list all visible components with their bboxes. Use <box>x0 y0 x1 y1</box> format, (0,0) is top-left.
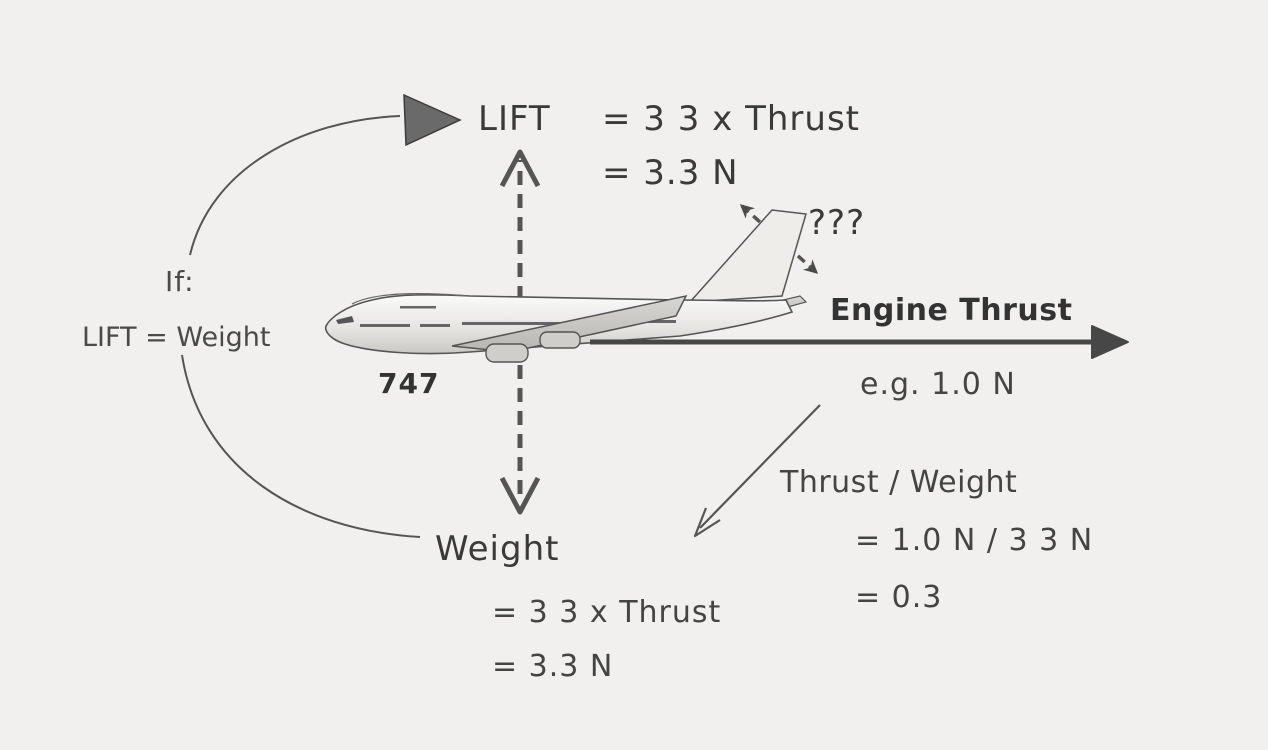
lift-label: LIFT <box>478 99 551 139</box>
condition-equation: LIFT = Weight <box>82 322 271 353</box>
cycle-curve-upper <box>189 115 401 256</box>
weight-vector-head <box>499 476 541 515</box>
ratio-title: Thrust / Weight <box>780 465 1018 500</box>
engine-thrust-example: e.g. 1.0 N <box>860 367 1016 402</box>
weight-equation-1: = 3 3 x Thrust <box>492 595 722 630</box>
engine-thrust-head <box>1091 325 1129 359</box>
cycle-curve <box>181 354 421 538</box>
boeing-747-sketch <box>324 209 808 363</box>
lift-vector-head <box>499 149 541 188</box>
lift-arrowhead <box>403 93 462 147</box>
ratio-pointer-head <box>693 507 721 538</box>
weight-equation-2: = 3.3 N <box>492 649 614 684</box>
if-label: If: <box>165 265 195 298</box>
lift-equation-1: = 3 3 x Thrust <box>602 99 860 139</box>
ratio-equation-1: = 1.0 N / 3 3 N <box>855 523 1094 558</box>
question-marks: ??? <box>808 203 866 243</box>
ratio-pointer-arrow <box>699 404 821 529</box>
lift-equation-2: = 3.3 N <box>602 153 739 193</box>
ratio-equation-2: = 0.3 <box>855 580 943 615</box>
aircraft-label: 747 <box>378 367 440 400</box>
engine-thrust-label: Engine Thrust <box>830 293 1073 328</box>
weight-label: Weight <box>435 529 560 569</box>
